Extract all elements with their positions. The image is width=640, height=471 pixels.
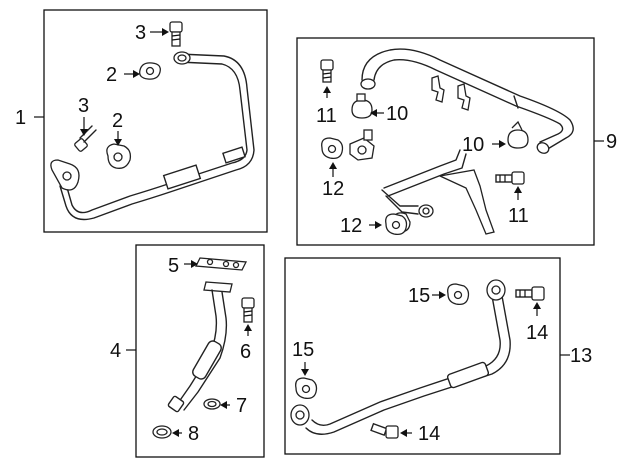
bolt-14-right — [515, 286, 545, 301]
callout-6: 6 — [240, 341, 251, 363]
oil-pipe-13 — [290, 279, 511, 435]
callout-3-lower: 3 — [78, 95, 89, 117]
callout-5: 5 — [168, 255, 179, 277]
gasket-12-lower — [385, 213, 408, 236]
bolt-11-right — [495, 171, 525, 185]
callout-14-right: 14 — [526, 322, 548, 344]
group-1-frame — [43, 9, 268, 233]
callout-8: 8 — [188, 423, 199, 445]
bolt-3-top — [169, 21, 183, 47]
group-13: 13 15 14 — [284, 257, 592, 455]
seal-8 — [152, 425, 172, 439]
callout-7: 7 — [236, 395, 247, 417]
group-4: 4 5 6 — [110, 244, 265, 458]
callout-12-upper: 12 — [322, 178, 344, 200]
callout-15-upper: 15 — [408, 285, 430, 307]
hose-clip-a — [431, 75, 445, 103]
clamp-10-left — [351, 93, 373, 119]
gasket-5 — [194, 257, 248, 271]
oil-feed-pipe-1 — [50, 51, 255, 221]
gasket-2-lower — [106, 143, 132, 169]
bolt-3-lower — [74, 125, 97, 152]
gasket-12-upper — [321, 137, 344, 160]
callout-4: 4 — [110, 340, 121, 362]
callout-3-top: 3 — [135, 22, 146, 44]
gasket-15-upper — [447, 283, 470, 306]
callout-10-right: 10 — [462, 134, 484, 156]
callout-14-bottom: 14 — [418, 423, 440, 445]
callout-9: 9 — [606, 131, 617, 153]
group-1: 1 3 2 — [15, 9, 268, 233]
bolt-11-left — [320, 59, 334, 83]
group-9-frame — [296, 37, 595, 246]
seal-7 — [203, 398, 221, 410]
callout-12-lower: 12 — [340, 215, 362, 237]
oil-return-pipe-4 — [167, 281, 233, 413]
callout-10-left: 10 — [386, 103, 408, 125]
fitting-12 — [349, 129, 375, 161]
group-13-frame — [284, 257, 561, 455]
callout-13: 13 — [570, 345, 592, 367]
callout-2-top: 2 — [106, 64, 117, 86]
bolt-14-bottom — [370, 422, 399, 439]
clamp-10-right — [507, 120, 529, 149]
coolant-hose-9 — [360, 48, 574, 154]
gasket-2-top — [139, 62, 161, 80]
callout-11-left: 11 — [316, 105, 337, 127]
group-9: 9 11 10 — [296, 37, 617, 246]
gasket-15-lower — [295, 377, 318, 400]
group-4-frame — [135, 244, 265, 458]
bolt-6 — [241, 297, 255, 323]
callout-15-lower: 15 — [292, 339, 314, 361]
callout-11-right: 11 — [508, 205, 529, 227]
callout-1: 1 — [15, 107, 26, 129]
hose-clip-b — [457, 83, 471, 111]
callout-2-lower: 2 — [112, 110, 123, 132]
